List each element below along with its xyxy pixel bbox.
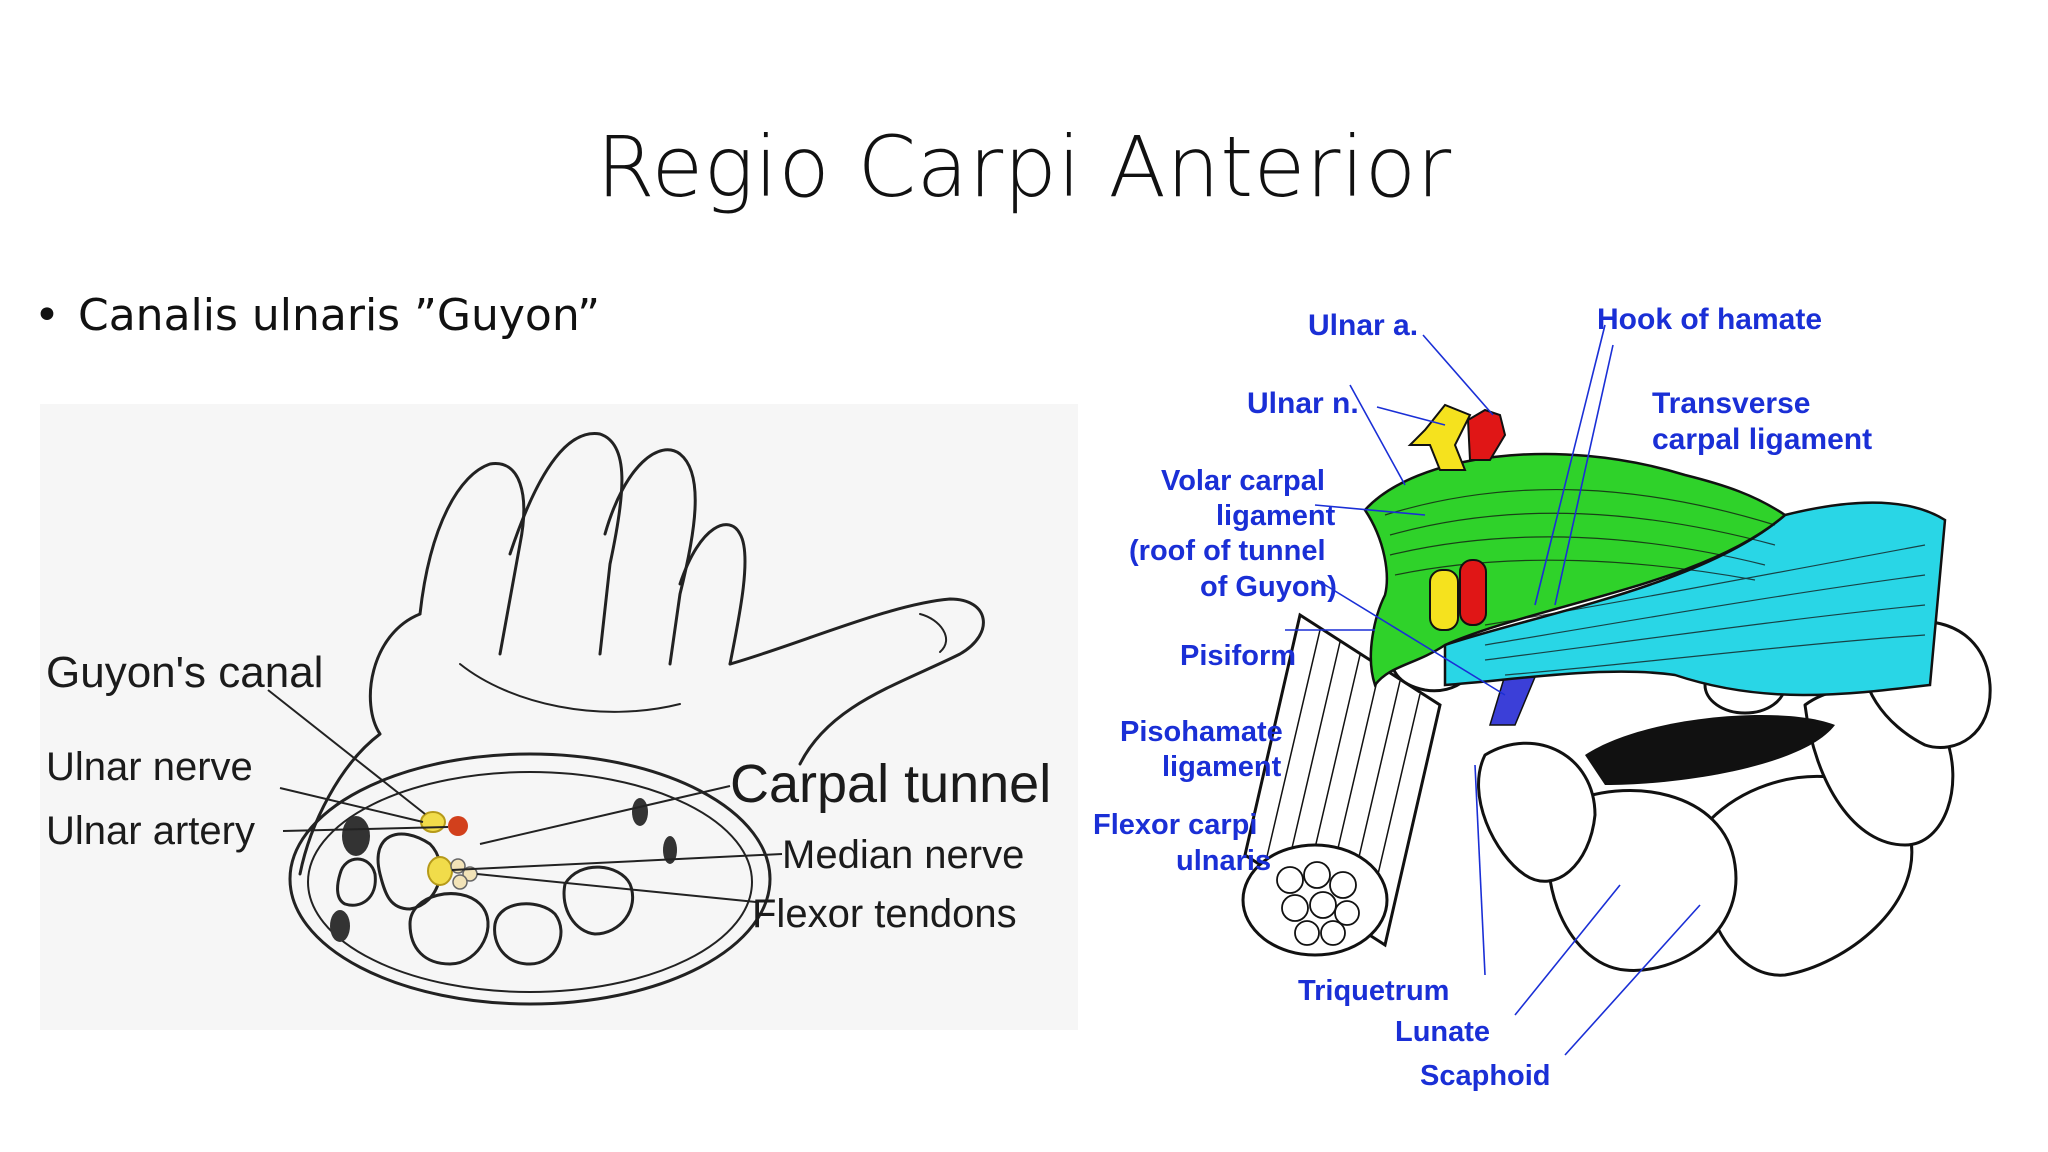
ulnar-artery-upper <box>1466 408 1507 461</box>
leader-line-flexor-tendons <box>476 873 757 903</box>
label-transverse-1: Transverse <box>1652 387 1810 420</box>
ulnar-nerve-upper <box>1407 403 1472 471</box>
label-ulnar-nerve: Ulnar nerve <box>46 745 253 789</box>
label-fcu-1: Flexor carpi <box>1093 809 1257 841</box>
label-pisohamate-2: ligament <box>1162 751 1282 783</box>
slide-title: Regio Carpi Anterior <box>596 118 1452 216</box>
carpal-bone-2 <box>408 892 490 966</box>
flexor-tendon-marker <box>452 874 468 890</box>
bullet-text: Canalis ulnaris ”Guyon” <box>78 290 601 341</box>
leader-line-ulnar-a <box>1422 334 1494 416</box>
wrist-cross-section-svg: Guyon's canal Ulnar nerve Ulnar artery C… <box>46 432 1051 1006</box>
ulnar-artery-marker <box>448 816 468 836</box>
median-nerve-marker <box>427 856 453 886</box>
label-scaphoid: Scaphoid <box>1420 1060 1551 1092</box>
label-ulnar-a: Ulnar a. <box>1308 309 1418 342</box>
leader-line-volar <box>1349 384 1406 486</box>
leader-line-pisohamate <box>1316 579 1506 696</box>
finger-4 <box>678 523 747 666</box>
tendon-spot <box>330 910 350 942</box>
finger-1 <box>418 462 526 656</box>
lunate-bone <box>1547 789 1738 972</box>
bullet-dot: • <box>34 290 60 341</box>
guyon-canal-anatomy: Ulnar a. Hook of hamate Ulnar n. Transve… <box>1085 285 2025 1115</box>
tendon-spot <box>342 816 370 856</box>
ulnar-artery-in-tunnel <box>1459 559 1487 626</box>
label-volar-3: (roof of tunnel <box>1129 535 1326 567</box>
leader-line-scaphoid <box>1564 904 1701 1056</box>
guyon-canal-illustration: Guyon's canal Ulnar nerve Ulnar artery C… <box>40 404 1078 1030</box>
carpal-bone-4 <box>562 865 635 936</box>
label-median-nerve: Median nerve <box>782 833 1024 877</box>
wrist-outline-inner <box>307 771 753 993</box>
leader-line-median-nerve <box>451 853 783 871</box>
ulnar-nerve-marker <box>420 811 446 833</box>
label-pisiform: Pisiform <box>1180 640 1296 672</box>
carpal-bone-5 <box>336 857 377 907</box>
finger-2 <box>508 432 624 656</box>
carpal-tunnel-cavity <box>1585 715 1835 785</box>
label-lunate: Lunate <box>1395 1016 1490 1048</box>
label-ulnar-artery: Ulnar artery <box>46 809 255 853</box>
label-guyons-canal: Guyon's canal <box>46 648 323 697</box>
leader-line-lunate <box>1514 884 1621 1016</box>
carpal-bone-3 <box>493 902 563 966</box>
label-hook-of-hamate: Hook of hamate <box>1597 303 1822 336</box>
label-volar-4: of Guyon) <box>1200 571 1337 603</box>
flexor-carpi-ulnaris-tendon <box>1241 612 1442 957</box>
label-transverse-2: carpal ligament <box>1652 423 1872 456</box>
bullet-item: • Canalis ulnaris ”Guyon” <box>34 290 600 341</box>
leader-line-guyon <box>267 689 426 815</box>
ulnar-nerve-in-tunnel <box>1429 569 1459 631</box>
label-ulnar-n: Ulnar n. <box>1247 387 1359 420</box>
leader-line-ulnar-nerve <box>279 787 424 823</box>
label-triquetrum: Triquetrum <box>1298 975 1449 1007</box>
leader-line-transverse <box>1554 344 1614 606</box>
thumb <box>728 597 985 766</box>
palm <box>298 612 422 876</box>
leader-line-carpal-tunnel <box>479 785 731 845</box>
leader-line-ulnar-n <box>1376 406 1446 426</box>
tendon-spot <box>663 836 677 864</box>
anatomy-svg: Ulnar a. Hook of hamate Ulnar n. Transve… <box>1093 303 1992 1092</box>
triquetrum-bone <box>1477 741 1597 883</box>
leader-line-pisiform <box>1314 504 1426 516</box>
label-fcu-2: ulnaris <box>1176 845 1271 877</box>
leader-line-triquetrum <box>1474 764 1486 976</box>
wrist-outline-outer <box>288 752 772 1006</box>
finger-3 <box>603 448 697 666</box>
label-volar-2: ligament <box>1216 500 1336 532</box>
leader-line-hook-of-hamate <box>1534 324 1606 606</box>
leader-line-ulnar-artery <box>282 826 449 832</box>
label-volar-1: Volar carpal <box>1161 465 1325 497</box>
tendon-spot <box>632 798 648 826</box>
label-carpal-tunnel: Carpal tunnel <box>730 754 1051 814</box>
label-pisohamate-1: Pisohamate <box>1120 716 1283 748</box>
transverse-carpal-ligament <box>1443 501 1947 697</box>
label-flexor-tendons: Flexor tendons <box>752 892 1017 936</box>
